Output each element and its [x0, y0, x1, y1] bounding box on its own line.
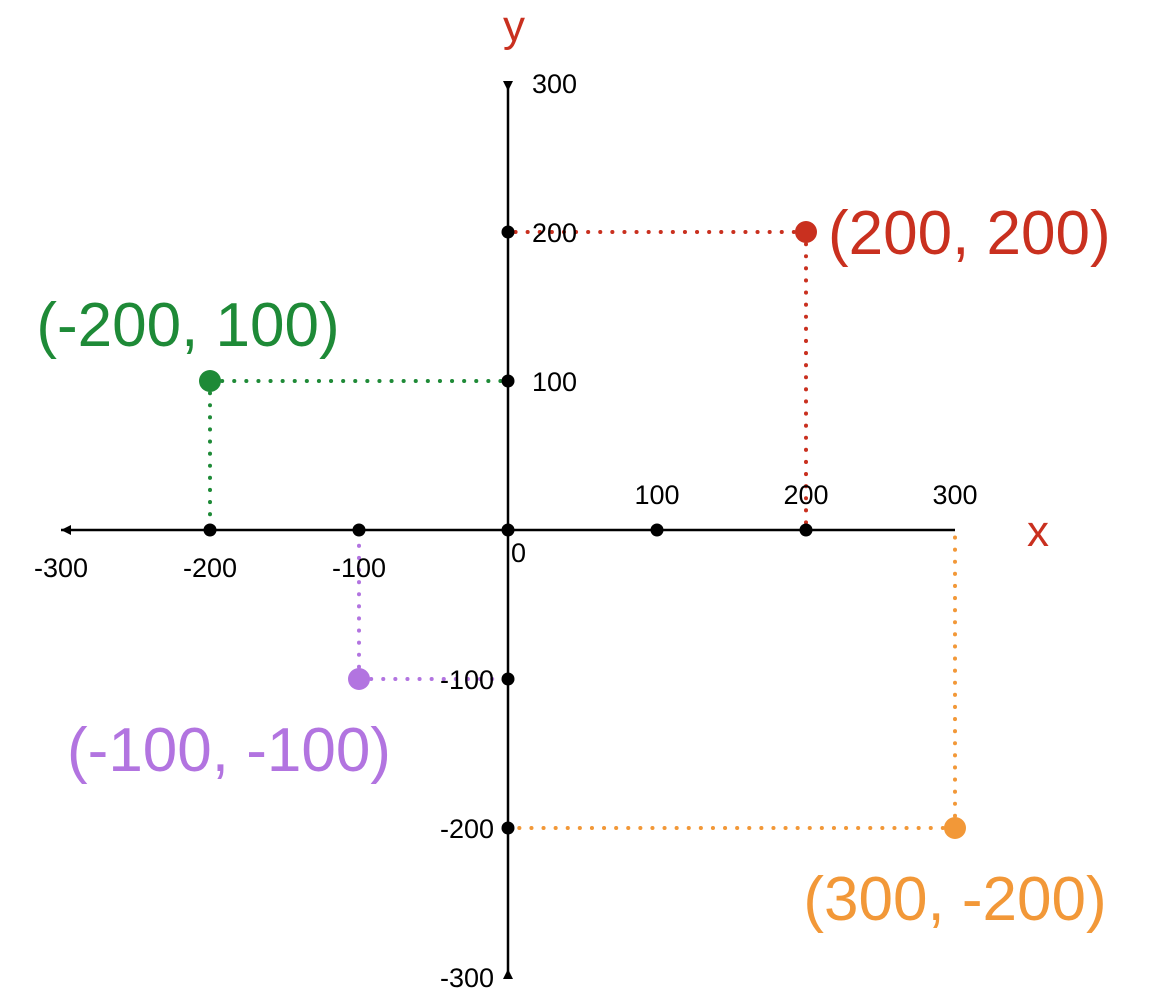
origin-label: 0 [511, 538, 526, 568]
y-tick-dot-100 [501, 374, 515, 388]
y-tick-dot-100 [501, 672, 515, 686]
axis-arrowheads [61, 81, 513, 979]
y-tick-label-300: 300 [532, 69, 577, 99]
point-label-100-100: (-100, -100) [67, 716, 391, 785]
y-axis-title: y [503, 2, 525, 51]
y-tick-label-300: -300 [440, 963, 494, 993]
point-label-200-200: (200, 200) [828, 199, 1111, 268]
x-tick-dot-100 [650, 523, 664, 537]
x-tick-label-100: -100 [332, 553, 386, 583]
y-axis-arrow-bottom [503, 969, 513, 979]
y-tick-label-200: -200 [440, 814, 494, 844]
point-100-100 [348, 668, 370, 690]
x-tick-label-200: 200 [783, 480, 828, 510]
x-tick-dot-200 [799, 523, 813, 537]
origin-dot [501, 523, 515, 537]
y-axis-arrow-top [503, 81, 513, 91]
x-tick-label-200: -200 [183, 553, 237, 583]
x-tick-label-300: -300 [34, 553, 88, 583]
point-200-200 [795, 221, 817, 243]
x-axis-title: x [1027, 507, 1049, 556]
tick-markers [203, 225, 813, 835]
x-tick-dot-200 [203, 523, 217, 537]
tick-labels: -300 -200 -100 100 200 300 300 200 100 -100 -200 -3… [34, 69, 978, 993]
x-tick-dot-100 [352, 523, 366, 537]
x-axis-arrow-left [61, 525, 71, 535]
x-tick-label-100: 100 [634, 480, 679, 510]
y-tick-label-100: -100 [440, 665, 494, 695]
point-label-300-200: (300, -200) [803, 865, 1106, 934]
point-300-200 [944, 817, 966, 839]
y-tick-dot-200 [501, 225, 515, 239]
y-tick-dot-200 [501, 821, 515, 835]
y-tick-label-100: 100 [532, 367, 577, 397]
point-labels: (200, 200) (-200, 100) (-100, -100) (300, -… [36, 199, 1110, 934]
data-points [199, 221, 966, 839]
point-200-100 [199, 370, 221, 392]
y-tick-label-200: 200 [532, 218, 577, 248]
x-tick-label-300: 300 [932, 480, 977, 510]
guide-lines [208, 230, 957, 830]
point-label-200-100: (-200, 100) [36, 291, 339, 360]
